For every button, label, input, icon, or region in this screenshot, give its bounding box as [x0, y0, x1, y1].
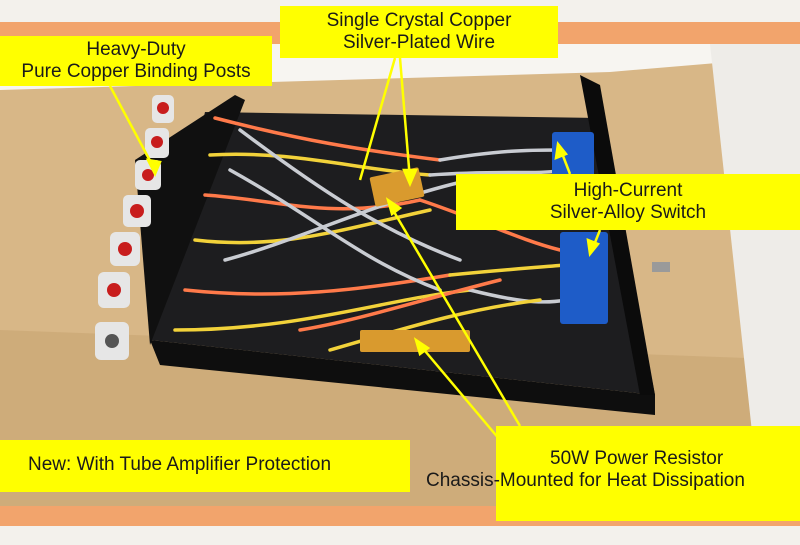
- callout-wire: Single Crystal Copper Silver-Plated Wire: [280, 6, 558, 58]
- callout-binding-posts-line1: Heavy-Duty: [86, 39, 186, 60]
- switch-knob: [652, 262, 670, 272]
- chassis-right-wall: [580, 75, 655, 395]
- callout-protection-line1: New: With Tube Amplifier Protection: [28, 454, 332, 475]
- callout-wire-line1: Single Crystal Copper: [326, 10, 512, 31]
- chassis-front: [150, 340, 655, 415]
- binding-post: [145, 128, 169, 158]
- binding-post: [123, 195, 151, 227]
- rotary-switch-bottom: [560, 232, 608, 324]
- callout-switch-line1: High-Current: [573, 180, 683, 201]
- pointer-arrows: [108, 57, 602, 441]
- callout-binding-posts: Heavy-Duty Pure Copper Binding Posts: [0, 36, 272, 86]
- callout-switch-line2: Silver-Alloy Switch: [549, 202, 707, 223]
- callout-resistor: 50W Power Resistor Chassis-Mounted for H…: [426, 426, 800, 521]
- binding-post: [152, 95, 174, 123]
- callout-protection: New: With Tube Amplifier Protection: [0, 440, 410, 492]
- callout-binding-posts-line2: Pure Copper Binding Posts: [21, 61, 251, 82]
- callout-wire-line2: Silver-Plated Wire: [342, 32, 496, 53]
- binding-post: [110, 232, 140, 266]
- right-panel: [710, 44, 800, 506]
- callout-resistor-line2: Chassis-Mounted for Heat Dissipation: [426, 470, 745, 491]
- binding-post: [98, 272, 130, 308]
- rotary-switch-top: [552, 132, 594, 182]
- callout-resistor-line1: 50W Power Resistor: [550, 448, 724, 469]
- callout-switch: High-Current Silver-Alloy Switch: [456, 174, 800, 230]
- binding-post: [95, 322, 129, 360]
- binding-posts: [95, 95, 174, 360]
